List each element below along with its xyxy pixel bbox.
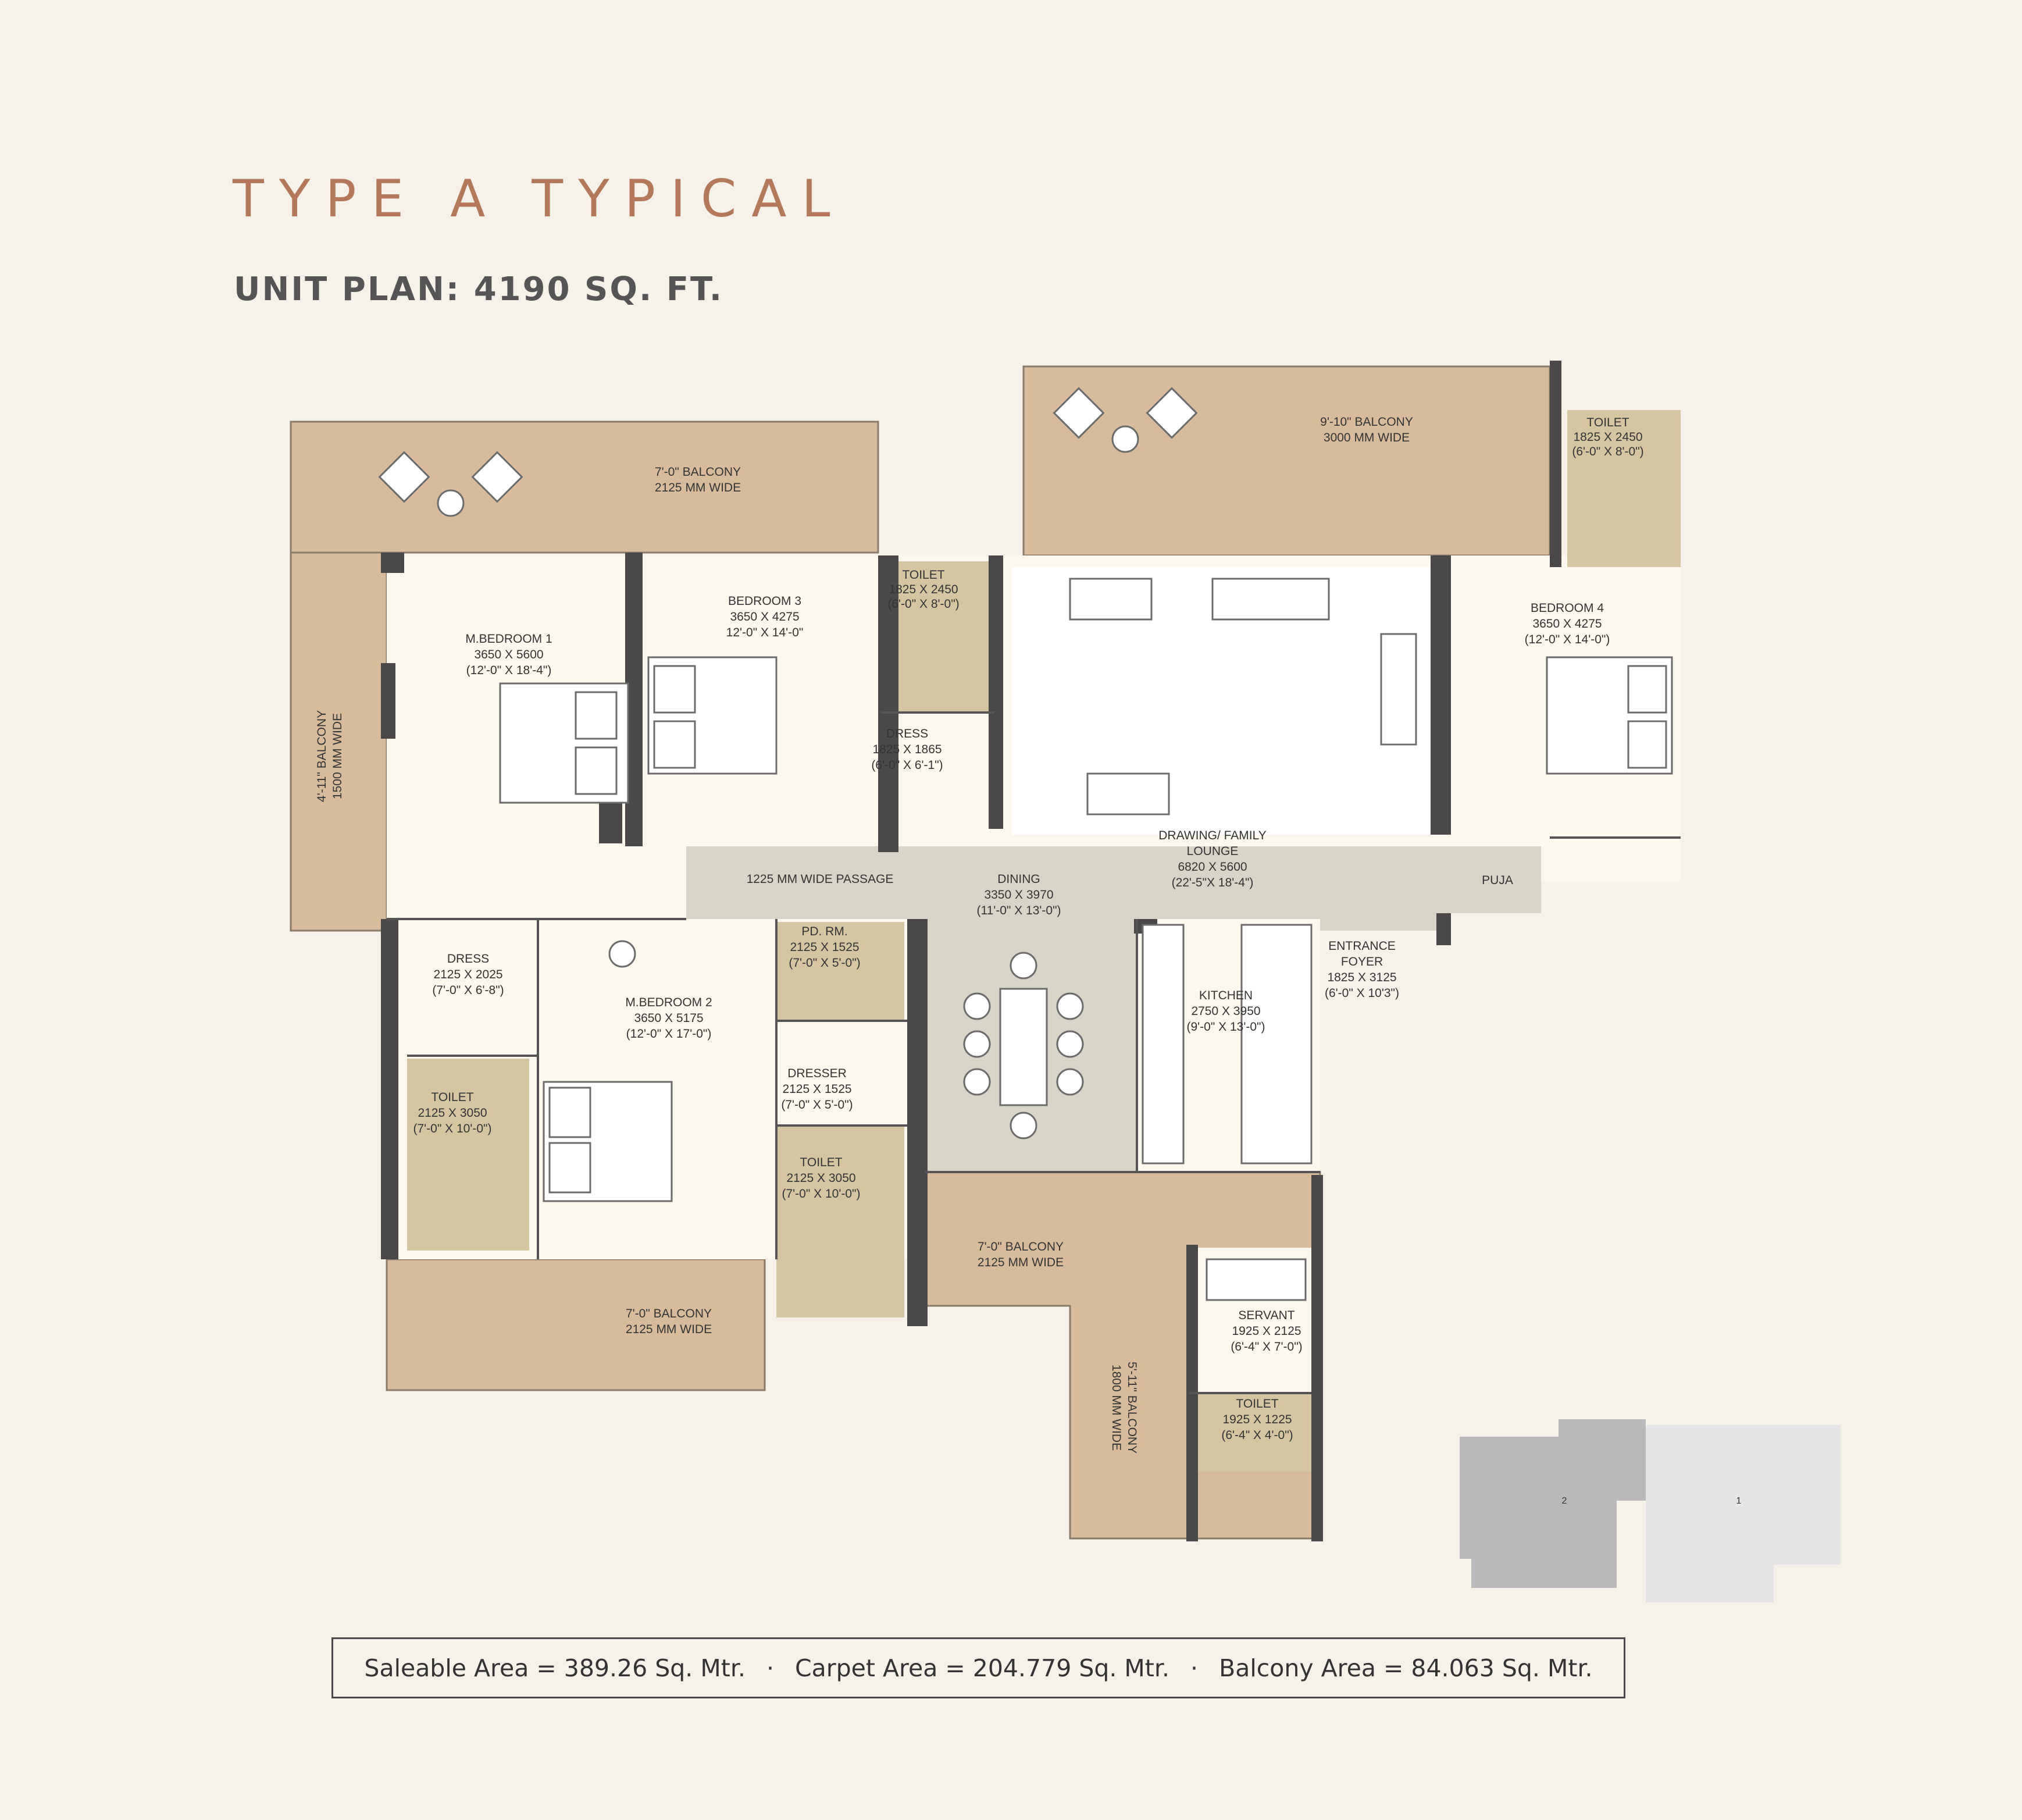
label-toilet-bedroom3: TOILET [902, 568, 944, 582]
svg-text:(6'-4" X 4'-0"): (6'-4" X 4'-0") [1221, 1429, 1293, 1442]
svg-text:1825 X 3125: 1825 X 3125 [1327, 971, 1396, 984]
svg-text:(6'-0" X 10'3"): (6'-0" X 10'3") [1325, 986, 1399, 1000]
furniture [378, 387, 1673, 1301]
label-balcony-left: 4'-11" BALCONY [315, 710, 329, 802]
page-subtitle: UNIT PLAN: 4190 SQ. FT. [234, 270, 723, 308]
walls [381, 361, 1561, 1541]
svg-text:1925 X 1225: 1925 X 1225 [1222, 1413, 1292, 1426]
label-pdrm: PD. RM. [801, 925, 847, 938]
svg-text:3650 X 5600: 3650 X 5600 [474, 648, 543, 661]
label-bedroom3: BEDROOM 3 [728, 594, 801, 608]
label-balcony-bottom-right: 5'-11" BALCONY [1125, 1362, 1139, 1454]
label-passage: 1225 MM WIDE PASSAGE [747, 872, 894, 886]
page-title: TYPE A TYPICAL [233, 169, 846, 229]
svg-text:1825 X 2450: 1825 X 2450 [889, 583, 958, 596]
svg-text:(6'-0" X 6'-1"): (6'-0" X 6'-1") [871, 758, 943, 772]
svg-text:(12'-0" X 17'-0"): (12'-0" X 17'-0") [626, 1027, 712, 1041]
svg-text:1800 MM WIDE: 1800 MM WIDE [1110, 1365, 1123, 1451]
label-lounge: DRAWING/ FAMILY [1158, 829, 1267, 842]
label-balcony-bottom-left: 7'-0" BALCONY [626, 1307, 712, 1320]
label-balcony-bottom-mid: 7'-0" BALCONY [978, 1240, 1064, 1253]
toilet-mbed2-floor [776, 1126, 904, 1317]
svg-text:1825 X 2450: 1825 X 2450 [1573, 430, 1642, 444]
label-foyer: ENTRANCE [1328, 939, 1396, 953]
label-puja: PUJA [1482, 874, 1513, 887]
toilet-mbed1-floor [407, 1059, 529, 1251]
svg-text:2125 X 3050: 2125 X 3050 [418, 1106, 487, 1120]
svg-text:(7'-0" X 10'-0"): (7'-0" X 10'-0") [413, 1122, 492, 1135]
sofa [1069, 578, 1153, 621]
svg-text:(6'-4" X 7'-0"): (6'-4" X 7'-0") [1231, 1340, 1302, 1354]
separator: · [1190, 1654, 1199, 1682]
svg-text:6820 X 5600: 6820 X 5600 [1178, 860, 1247, 874]
label-dresser: DRESSER [787, 1067, 847, 1080]
svg-text:3650 X 4275: 3650 X 4275 [730, 610, 799, 624]
key-plan-label-2: 2 [1562, 1496, 1567, 1506]
svg-text:(6'-0" X 8'-0"): (6'-0" X 8'-0") [887, 597, 959, 611]
svg-text:(7'-0" X 6'-8"): (7'-0" X 6'-8") [432, 984, 504, 997]
label-toilet-mbed2: TOILET [800, 1156, 842, 1169]
svg-text:(7'-0" X 5'-0"): (7'-0" X 5'-0") [781, 1098, 853, 1112]
area-summary: Saleable Area = 389.26 Sq. Mtr. · Carpet… [331, 1637, 1625, 1698]
svg-text:(6'-0" X 8'-0"): (6'-0" X 8'-0") [1572, 445, 1643, 458]
carpet-area: Carpet Area = 204.779 Sq. Mtr. [795, 1654, 1170, 1682]
svg-text:2125 MM WIDE: 2125 MM WIDE [978, 1256, 1064, 1269]
svg-text:2125 X 1525: 2125 X 1525 [790, 941, 859, 954]
balcony-top-right [1022, 365, 1551, 557]
svg-text:2125 X 2025: 2125 X 2025 [433, 968, 502, 981]
svg-text:2125 MM WIDE: 2125 MM WIDE [655, 481, 741, 494]
svg-text:2125 X 1525: 2125 X 1525 [782, 1082, 851, 1096]
label-mbedroom2: M.BEDROOM 2 [625, 996, 712, 1009]
toilet-bedroom4-floor [1567, 410, 1681, 567]
svg-text:(12'-0" X 14'-0"): (12'-0" X 14'-0") [1525, 633, 1610, 646]
svg-text:2750 X 3950: 2750 X 3950 [1191, 1005, 1260, 1018]
label-servant: SERVANT [1238, 1309, 1294, 1322]
pdrm-floor [776, 922, 904, 1021]
svg-text:(12'-0" X 18'-4"): (12'-0" X 18'-4") [466, 664, 552, 677]
svg-text:3350 X 3970: 3350 X 3970 [984, 888, 1053, 902]
svg-text:1825 X 1865: 1825 X 1865 [872, 743, 942, 756]
label-balcony-top-left: 7'-0" BALCONY [655, 465, 741, 479]
svg-text:3650 X 4275: 3650 X 4275 [1532, 617, 1602, 631]
svg-text:1500 MM WIDE: 1500 MM WIDE [331, 713, 344, 799]
label-toilet-bedroom4: TOILET [1586, 416, 1629, 429]
svg-text:2125 X 3050: 2125 X 3050 [786, 1171, 855, 1185]
svg-text:2125 MM WIDE: 2125 MM WIDE [626, 1323, 712, 1336]
label-balcony-top-right: 9'-10" BALCONY [1320, 415, 1413, 429]
room-labels: 7'-0" BALCONY 2125 MM WIDE 9'-10" BALCON… [315, 415, 1644, 1454]
balcony-top-left [290, 421, 879, 554]
svg-text:FOYER: FOYER [1341, 955, 1383, 968]
svg-text:(7'-0" X 5'-0"): (7'-0" X 5'-0") [789, 956, 860, 970]
svg-text:(7'-0" X 10'-0"): (7'-0" X 10'-0") [782, 1187, 861, 1201]
label-toilet-mbed1: TOILET [431, 1091, 473, 1104]
servant-toilet-floor [1189, 1393, 1314, 1472]
svg-text:3000 MM WIDE: 3000 MM WIDE [1324, 431, 1410, 444]
svg-text:LOUNGE: LOUNGE [1187, 845, 1239, 858]
label-dress-mbed1: DRESS [447, 952, 489, 966]
label-mbedroom1: M.BEDROOM 1 [465, 632, 552, 646]
svg-text:(22'-5"X 18'-4"): (22'-5"X 18'-4") [1172, 876, 1254, 889]
label-toilet-servant: TOILET [1236, 1397, 1278, 1411]
label-kitchen: KITCHEN [1199, 989, 1253, 1002]
svg-text:(11'-0" X 13'-0"): (11'-0" X 13'-0") [976, 904, 1061, 917]
partitions [387, 711, 1681, 1394]
toilet-bedroom3-floor [881, 561, 994, 713]
svg-text:(9'-0" X 13'-0"): (9'-0" X 13'-0") [1187, 1020, 1265, 1034]
saleable-area: Saleable Area = 389.26 Sq. Mtr. [364, 1654, 746, 1682]
label-dining: DINING [997, 872, 1040, 886]
label-bedroom4: BEDROOM 4 [1531, 601, 1604, 615]
svg-text:1925 X 2125: 1925 X 2125 [1232, 1324, 1301, 1338]
svg-text:12'-0" X 14'-0": 12'-0" X 14'-0" [726, 626, 804, 639]
svg-text:3650 X 5175: 3650 X 5175 [634, 1011, 703, 1025]
kitchen-counter [1142, 924, 1185, 1164]
dining-table [999, 988, 1048, 1106]
key-plan: 2 1 [1460, 1419, 1841, 1602]
key-plan-label-1: 1 [1736, 1496, 1742, 1506]
balcony-area: Balcony Area = 84.063 Sq. Mtr. [1219, 1654, 1593, 1682]
separator: · [766, 1654, 774, 1682]
label-dress-bedroom3: DRESS [886, 727, 928, 740]
